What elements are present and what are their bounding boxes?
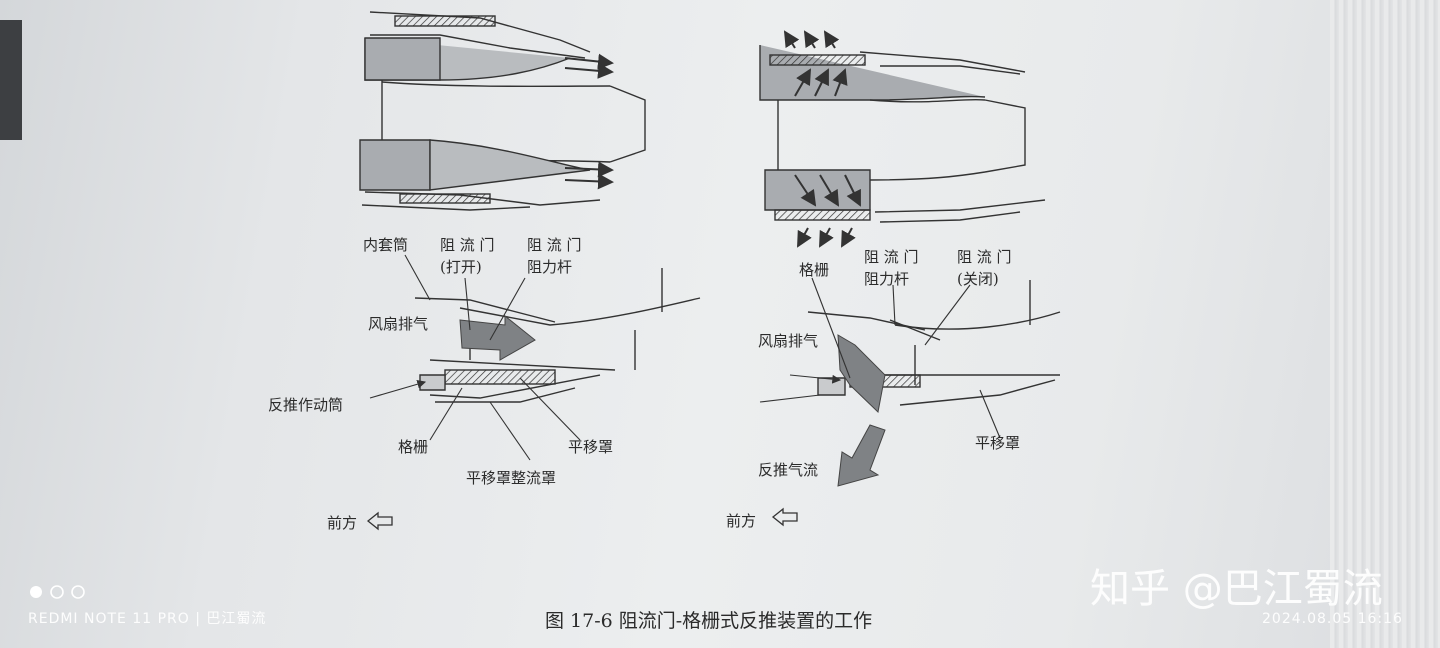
right-leader-lines bbox=[759, 277, 1001, 439]
label-cascade: 格栅 bbox=[398, 438, 428, 456]
label-open: (打开) bbox=[440, 258, 482, 276]
label-blocker-door-closed: 阻 流 门 bbox=[957, 248, 1012, 266]
label-translating-cowl: 平移罩 bbox=[568, 438, 613, 456]
device-watermark: REDMI NOTE 11 PRO | 巴江蜀流 bbox=[28, 611, 266, 627]
label-drag-link: 阻力杆 bbox=[864, 270, 909, 288]
left-detail bbox=[414, 268, 701, 403]
left-engine-top-view bbox=[359, 11, 646, 211]
label-actuator: 反推作动筒 bbox=[268, 396, 343, 414]
label-fan-exhaust: 风扇排气 bbox=[368, 315, 428, 333]
right-engine-top-view bbox=[759, 45, 1046, 223]
label-forward: 前方 bbox=[327, 514, 357, 532]
right-fan-exhaust-arrow bbox=[837, 334, 886, 414]
label-inner-sleeve: 内套筒 bbox=[363, 236, 408, 254]
figure-caption: 图 17-6 阻流门-格栅式反推装置的工作 bbox=[545, 610, 872, 632]
left-page-edge bbox=[0, 20, 22, 140]
label-blocker-door-rod: 阻 流 门 bbox=[864, 248, 919, 266]
camera-dots-icon bbox=[30, 585, 85, 599]
left-fan-exhaust-arrow bbox=[459, 314, 536, 361]
label-closed: (关闭) bbox=[957, 270, 999, 288]
label-blocker-door-rod: 阻 流 门 bbox=[527, 236, 582, 254]
right-forward-arrow-icon bbox=[771, 507, 798, 527]
left-leader-lines bbox=[369, 254, 581, 461]
label-translating-cowl-fairing: 平移罩整流罩 bbox=[466, 469, 556, 487]
page-stack-edge bbox=[1330, 0, 1440, 648]
label-cascade: 格栅 bbox=[799, 261, 829, 279]
left-exhaust-arrows bbox=[564, 53, 614, 190]
label-forward: 前方 bbox=[726, 512, 756, 530]
right-reverse-flow-big-arrow bbox=[837, 424, 886, 487]
label-drag-link: 阻力杆 bbox=[527, 258, 572, 276]
brand-watermark: 知乎 @巴江蜀流 bbox=[1090, 566, 1383, 612]
label-fan-exhaust: 风扇排气 bbox=[758, 332, 818, 350]
label-translating-cowl: 平移罩 bbox=[975, 434, 1020, 452]
label-reverse-flow: 反推气流 bbox=[758, 461, 818, 479]
right-reverse-flow-arrows bbox=[783, 30, 861, 248]
left-forward-arrow-icon bbox=[366, 511, 393, 531]
timestamp-watermark: 2024.08.05 16:16 bbox=[1262, 611, 1403, 627]
label-blocker-door-open: 阻 流 门 bbox=[440, 236, 495, 254]
